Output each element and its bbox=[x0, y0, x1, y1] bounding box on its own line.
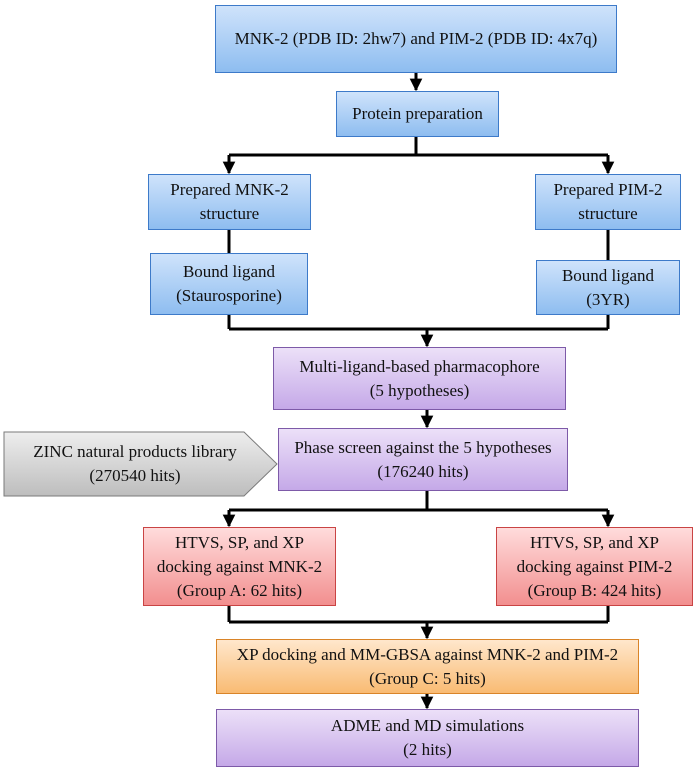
bound-ligand-left-line1: Bound ligand bbox=[182, 262, 276, 281]
protein-preparation-label: Protein preparation bbox=[352, 104, 483, 123]
pharmacophore-line1: Multi-ligand-based pharmacophore bbox=[299, 356, 540, 376]
xp-mmgbsa-box: XP docking and MM-GBSA against MNK-2 and… bbox=[216, 639, 639, 694]
bound-ligand-right-line2: (3YR) bbox=[586, 289, 630, 309]
prepared-mnk2-line1: Prepared MNK-2 bbox=[170, 180, 289, 199]
protein-preparation-box: Protein preparation bbox=[336, 91, 499, 137]
docking-pim2-line2: docking against PIM-2 bbox=[516, 556, 673, 576]
adme-md-box: ADME and MD simulations (2 hits) bbox=[216, 709, 639, 767]
docking-mnk2-line1: HTVS, SP, and XP bbox=[175, 532, 304, 552]
prepared-mnk2-box: Prepared MNK-2 structure bbox=[148, 174, 311, 230]
phase-screen-box: Phase screen against the 5 hypotheses (1… bbox=[278, 428, 568, 491]
phase-screen-line2: (176240 hits) bbox=[377, 461, 469, 481]
docking-mnk2-line2: docking against MNK-2 bbox=[156, 556, 323, 576]
docking-pim2-line1: HTVS, SP, and XP bbox=[530, 532, 659, 552]
bound-ligand-left-line2: (Staurosporine) bbox=[176, 286, 282, 305]
bound-ligand-right-box: Bound ligand (3YR) bbox=[536, 260, 680, 315]
bound-ligand-left-box: Bound ligand (Staurosporine) bbox=[150, 253, 308, 315]
phase-screen-line1: Phase screen against the 5 hypotheses bbox=[294, 437, 552, 457]
prepared-mnk2-line2: structure bbox=[199, 204, 260, 223]
xp-mmgbsa-line2: (Group C: 5 hits) bbox=[369, 668, 486, 688]
adme-md-line2: (2 hits) bbox=[403, 740, 452, 759]
docking-pim2-line3: (Group B: 424 hits) bbox=[527, 580, 662, 600]
source-proteins-box: MNK-2 (PDB ID: 2hw7) and PIM-2 (PDB ID: … bbox=[215, 5, 617, 73]
bound-ligand-right-line1: Bound ligand bbox=[561, 265, 655, 285]
zinc-library-arrow: ZINC natural products library (270540 hi… bbox=[4, 432, 266, 496]
prepared-pim2-line1: Prepared PIM-2 bbox=[553, 180, 663, 199]
zinc-library-count: (270540 hits) bbox=[89, 466, 181, 485]
docking-mnk2-box: HTVS, SP, and XP docking against MNK-2 (… bbox=[143, 527, 336, 606]
adme-md-line1: ADME and MD simulations bbox=[330, 716, 525, 735]
prepared-pim2-line2: structure bbox=[578, 204, 638, 223]
prepared-pim2-box: Prepared PIM-2 structure bbox=[535, 174, 681, 230]
pharmacophore-box: Multi-ligand-based pharmacophore (5 hypo… bbox=[273, 347, 566, 410]
zinc-library-title: ZINC natural products library bbox=[33, 442, 237, 461]
pharmacophore-line2: (5 hypotheses) bbox=[369, 380, 470, 400]
source-proteins-label: MNK-2 (PDB ID: 2hw7) and PIM-2 (PDB ID: … bbox=[234, 29, 598, 48]
xp-mmgbsa-line1: XP docking and MM-GBSA against MNK-2 and… bbox=[236, 644, 619, 664]
docking-mnk2-line3: (Group A: 62 hits) bbox=[176, 580, 303, 600]
docking-pim2-box: HTVS, SP, and XP docking against PIM-2 (… bbox=[496, 527, 693, 606]
